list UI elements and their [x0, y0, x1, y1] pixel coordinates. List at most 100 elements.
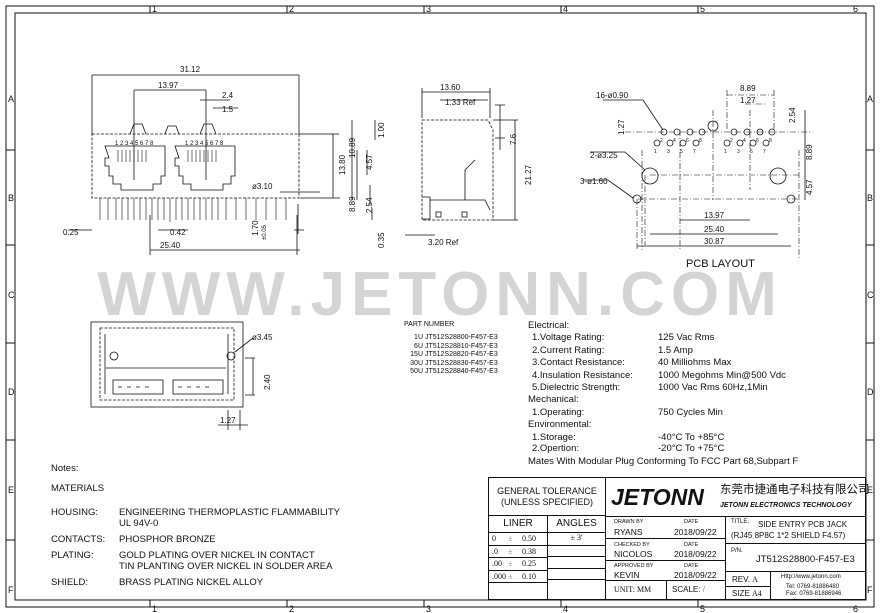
callout-16-holes: 16-ø0.90: [596, 91, 629, 100]
dim-8-89: 8.89: [740, 84, 756, 93]
spec-key: 1.Voltage Rating:: [532, 332, 605, 344]
telephone: Tel: 0769-81886480: [786, 584, 840, 590]
callout-2-holes: 2-ø3.25: [590, 151, 618, 160]
date-label: DATE: [684, 542, 699, 548]
pin-label: 7: [693, 149, 696, 155]
plus-minus: ±: [508, 571, 513, 581]
dim-phi-3-45: ø3.45: [252, 333, 273, 342]
liner-digits: .0: [492, 546, 498, 556]
spec-value: 1000 Megohms Min@500 Vdc: [658, 369, 786, 381]
unit-label-text: UNIT:: [614, 585, 635, 594]
row-label: A: [8, 94, 14, 104]
scale-value: /: [702, 585, 705, 594]
row-label: D: [867, 387, 874, 397]
drawn-date: 2018/09/22: [674, 527, 717, 537]
dim-13-80: 13.80: [338, 154, 347, 175]
part-number: JT512S28830-F457-E3: [424, 359, 498, 367]
date-label: DATE: [684, 563, 699, 569]
dim-0-25: 0.25: [63, 228, 79, 237]
dim-25-40: 25.40: [704, 225, 725, 234]
title-label: TITLE.: [731, 519, 750, 525]
website-link[interactable]: Http://www.jetonn.com: [781, 574, 841, 580]
spec-value: 750 Cycles Min: [658, 406, 723, 418]
mates-note: Mates With Modular Plug Conforming To FC…: [528, 455, 799, 467]
row-label: D: [8, 387, 15, 397]
spec-value: 125 Vac Rms: [658, 332, 715, 344]
spec-value: 1000 Vac Rms 60Hz,1Min: [658, 382, 768, 394]
part-code: 50U: [410, 368, 423, 376]
dim-1-27: 1.27: [220, 416, 236, 425]
liner-header: LINER: [488, 515, 548, 533]
part-number: JT512S28800-F457-E3: [424, 334, 498, 341]
general-tolerance: GENERAL TOLERANCE(UNLESS SPECIFIED): [488, 477, 606, 516]
part-number-row: 15U JT512S28820-F457-E3: [405, 351, 498, 360]
part-code: 15U: [410, 351, 423, 359]
dim-13-97: 13.97: [158, 81, 179, 90]
pin-label: 4: [673, 138, 676, 144]
part-code: 1U: [414, 334, 423, 341]
pin-label: 4: [743, 138, 746, 144]
pin-label: 1: [654, 149, 657, 155]
mechanical-heading: Mechanical:: [528, 394, 579, 406]
pin-label: 3: [737, 149, 740, 155]
dim-1-00: 1.00: [377, 122, 386, 138]
liner-value: 0.50: [522, 534, 536, 543]
col-label: 5: [700, 4, 705, 14]
angle-tolerance: ± 3': [548, 533, 605, 546]
part-number: JT512S28820-F457-E3: [424, 351, 498, 359]
row-label: E: [867, 485, 873, 495]
pin-numbers: 1 2 3 4 5 6 7 8: [115, 141, 154, 147]
note-key: PLATING:: [51, 550, 94, 561]
spec-value: 1.5 Amp: [658, 344, 693, 356]
angles-header: ANGLES: [547, 515, 606, 533]
approved-by: KEVIN: [614, 570, 640, 580]
pcb-layout: 16-ø0.90 2-ø3.25 3-ø1.60 8.89 1.27 1.27 …: [580, 84, 814, 270]
company-name-cn: 东莞市捷通电子科技有限公司: [720, 484, 870, 496]
plus-minus: ±: [508, 546, 513, 556]
dim-13-60: 13.60: [440, 83, 461, 92]
note-value: BRASS PLATING NICKEL ALLOY: [119, 577, 264, 588]
title-line-2: (RJ45 8P8C 1*2 SHIELD F4.57): [731, 531, 846, 540]
dim-31-12: 31.12: [180, 65, 201, 74]
drawn-by-label: DRAWN BY: [614, 519, 644, 525]
liner-tolerances: 0±0.50 .0±0.38 .00±0.25 .000±0.10: [488, 533, 548, 583]
dim-tolerance: ±0.05: [262, 224, 268, 240]
dim-10-89: 10.89: [348, 137, 357, 158]
col-label: 3: [426, 604, 431, 613]
part-number: JT512S28800-F457-E3: [756, 554, 855, 565]
approved-by-label: APPROVED BY: [614, 563, 654, 569]
rev: REV. A: [732, 575, 758, 584]
scale-label-text: SCALE:: [672, 585, 701, 594]
col-label: 6: [853, 4, 858, 14]
size: SIZE A4: [732, 589, 762, 598]
scale-label: SCALE: /: [672, 585, 705, 594]
row-label: C: [867, 290, 874, 300]
dim-3-20-ref: 3.20 Ref: [428, 238, 459, 247]
pin-label: 8: [699, 138, 702, 144]
dim-13-97: 13.97: [704, 211, 725, 220]
plus-minus: ±: [508, 534, 513, 543]
size-label: SIZE: [732, 589, 750, 598]
col-label: 1: [152, 4, 157, 14]
environmental-heading: Environmental:: [528, 419, 592, 431]
note-value: TIN PLANTING OVER NICKEL IN SOLDER AREA: [119, 561, 333, 572]
checked-date: 2018/09/22: [674, 549, 717, 559]
rev-label: REV.: [732, 575, 750, 584]
unit-value: MM: [636, 585, 652, 594]
liner-digits: .00: [492, 559, 502, 568]
dim-1-33-ref: 1.33 Ref: [445, 98, 476, 107]
callout-3-holes: 3-ø1.60: [580, 177, 608, 186]
dim-21-27: 21.27: [524, 164, 533, 185]
dim-1-27-v: 1.27: [617, 119, 626, 135]
drawn-by: RYANS: [614, 527, 643, 537]
spec-value: 40 Milliohms Max: [658, 357, 732, 369]
spec-value: -40°C To +85°C: [658, 431, 725, 443]
col-label: 4: [563, 4, 568, 14]
watermark: WWW.JETONN.COM: [97, 260, 783, 329]
dim-1-5: 1.5: [222, 105, 234, 114]
note-key: SHIELD:: [51, 577, 88, 588]
checked-by: NICOLOS: [614, 549, 653, 559]
date-label: DATE: [684, 519, 699, 525]
part-number-row: 6U JT512S28810-F457-E3: [405, 343, 498, 352]
